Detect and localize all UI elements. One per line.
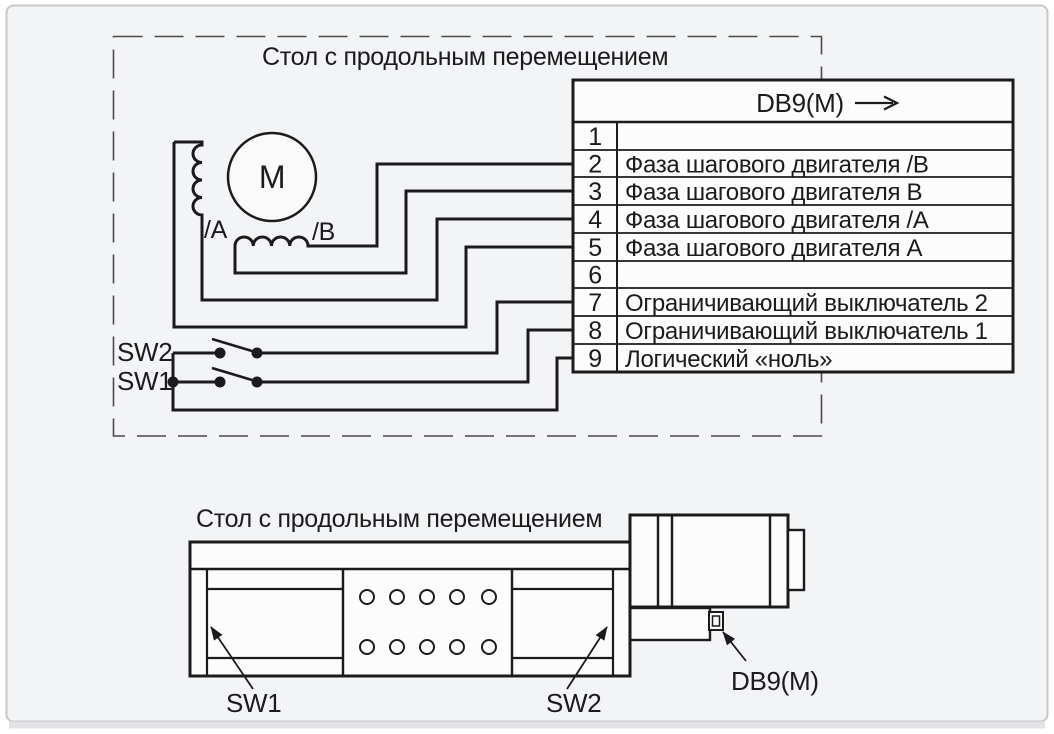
db9-connector-stub-inner	[711, 615, 721, 627]
callouts: SW1 SW2 DB9(M)	[210, 626, 819, 718]
common-junction-dot	[167, 376, 179, 388]
wires	[171, 140, 575, 412]
pin-label: Фаза шагового двигателя /A	[625, 207, 929, 234]
wire-common-pin9	[171, 353, 575, 412]
sw2-lever	[211, 337, 253, 353]
stepper-motor-symbol: M /A /B	[204, 131, 335, 246]
pin-label: Фаза шагового двигателя B	[625, 179, 922, 206]
pin-label: Фаза шагового двигателя A	[625, 235, 923, 262]
mech-sw1-label: SW1	[226, 688, 281, 718]
pin-number: 6	[588, 262, 602, 290]
wiring-schematic: Стол с продольным перемещением M /A	[112, 35, 1015, 437]
pin-number: 9	[588, 345, 602, 373]
db9-leader-arrow	[722, 631, 747, 662]
pin-label: Ограничивающий выключатель 1	[625, 318, 988, 345]
pin-label: Логический «ноль»	[625, 346, 832, 373]
motor-assembly	[628, 513, 806, 642]
pin-number: 5	[588, 234, 602, 262]
carriage-mounting-holes	[359, 589, 497, 655]
schematic-enclosure-title: Стол с продольным перемещением	[262, 43, 668, 71]
pin-label: Ограничивающий выключатель 2	[625, 290, 988, 317]
phase-b-label: /B	[312, 218, 335, 246]
coil-phase-a-and-wire-pin4	[174, 140, 575, 302]
mech-db9-label: DB9(M)	[731, 666, 819, 696]
pin-number: 3	[588, 178, 602, 206]
sw2-label: SW2	[117, 337, 172, 367]
wire-pin8	[257, 328, 575, 384]
wire-pin3	[233, 189, 575, 275]
wire-pin7	[257, 300, 575, 355]
pin-number: 2	[588, 151, 602, 179]
sw2-leader-arrow	[566, 626, 608, 690]
pin-number: 1	[588, 123, 602, 151]
motor-letter: M	[259, 159, 285, 195]
pin-number: 8	[588, 317, 602, 345]
connector-title: DB9(M)	[756, 88, 844, 118]
db9-connector-stub	[708, 611, 724, 631]
sw1-contact-left	[214, 376, 226, 388]
linear-stage	[188, 540, 632, 678]
pin-table-border	[571, 78, 1015, 374]
pin-label: Фаза шагового двигателя /B	[625, 152, 929, 179]
coil-phase-b-and-wire-pin2	[233, 162, 575, 248]
mech-sw2-label: SW2	[546, 688, 601, 718]
limit-switches: SW2 SW1	[117, 337, 263, 396]
motor-circle	[226, 131, 318, 223]
mechanical-drawing: Стол с продольным перемещением	[188, 505, 819, 718]
panel-bottom-edge	[9, 721, 1045, 729]
connector-housing	[628, 606, 712, 642]
sw2-contact-right	[251, 347, 263, 359]
pin-rows: 1 2 Фаза шагового двигателя /B 3 Фаза ша…	[588, 123, 988, 373]
stage-outline	[188, 540, 632, 678]
sw1-lever	[211, 366, 253, 382]
row-separators	[573, 149, 1013, 345]
phase-a-label: /A	[204, 216, 228, 244]
motor-body	[628, 513, 790, 609]
sw1-contact-right	[251, 376, 263, 388]
db9-pin-table: DB9(M) 1 2 Фаза шагового двигателя /B 3 …	[571, 78, 1015, 374]
pin-number: 7	[588, 289, 602, 317]
header-arrow-icon	[855, 95, 900, 111]
wire-pin5	[172, 142, 575, 329]
pin-number: 4	[588, 206, 602, 234]
sw1-leader-arrow	[210, 626, 254, 690]
sw2-contact-left	[214, 347, 226, 359]
sw1-label: SW1	[117, 366, 172, 396]
mechanical-title: Стол с продольным перемещением	[196, 505, 602, 533]
motor-end-cap	[786, 528, 806, 592]
